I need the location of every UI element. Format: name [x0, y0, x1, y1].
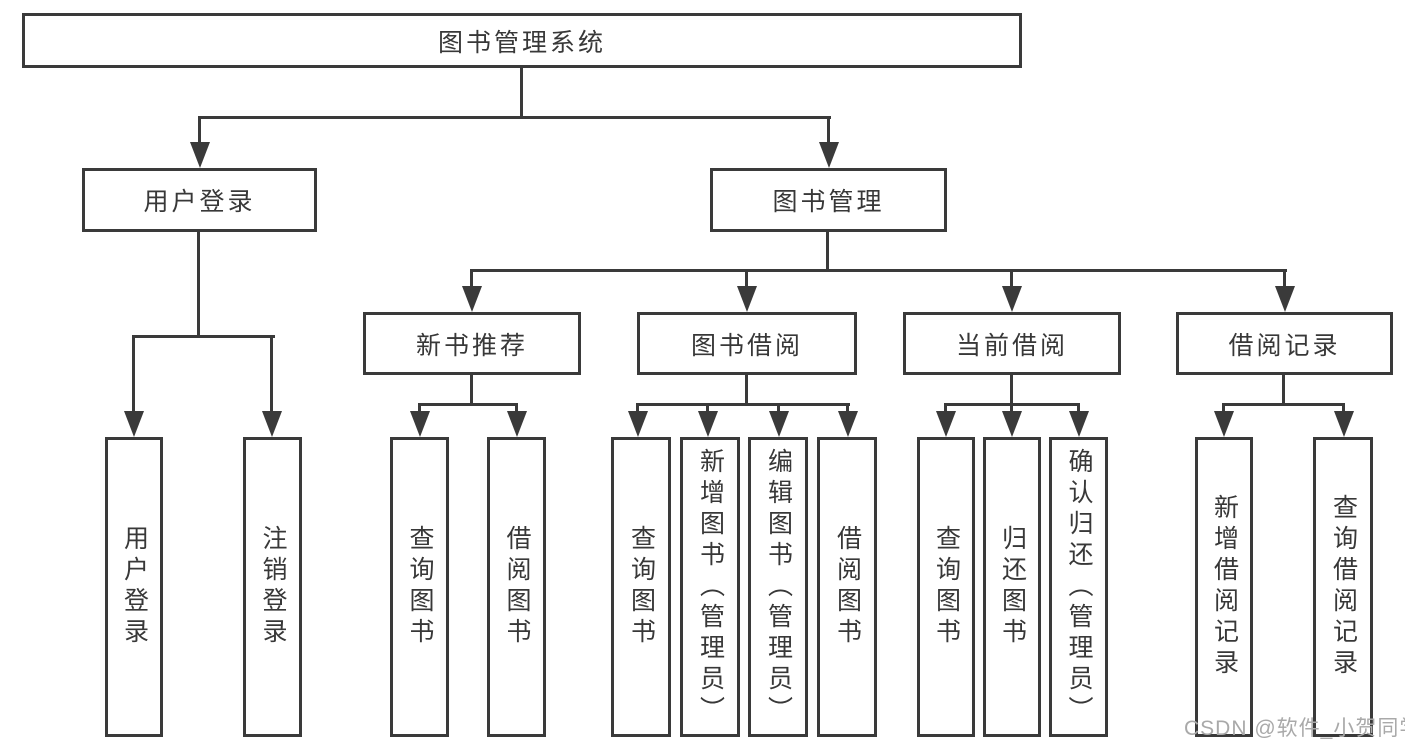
node-leaf-search-borrow-record: 查询借阅记录	[1313, 437, 1373, 737]
connector-line	[745, 375, 748, 406]
connector-line	[1222, 403, 1225, 415]
arrowhead-down-icon	[1069, 411, 1089, 437]
node-leaf-search-books-2: 查询图书	[611, 437, 671, 737]
node-root: 图书管理系统	[22, 13, 1022, 68]
node-leaf-add-borrow-record: 新增借阅记录	[1195, 437, 1253, 737]
arrowhead-down-icon	[936, 411, 956, 437]
arrowhead-down-icon	[507, 411, 527, 437]
node-leaf-logout: 注销登录	[243, 437, 302, 737]
node-book-borrow: 图书借阅	[637, 312, 857, 375]
arrowhead-down-icon	[190, 142, 210, 168]
node-leaf-search-books: 查询图书	[390, 437, 449, 737]
connector-line	[1010, 375, 1013, 406]
watermark: CSDN @软件_小贺同学	[1184, 717, 1405, 740]
arrowhead-down-icon	[1214, 411, 1234, 437]
connector-line	[132, 335, 275, 338]
node-leaf-confirm-return-admin: 确认归还（管理员）	[1049, 437, 1108, 737]
arrowhead-down-icon	[124, 411, 144, 437]
arrowhead-down-icon	[698, 411, 718, 437]
connector-line	[470, 269, 1287, 272]
connector-line	[270, 335, 273, 415]
connector-line	[636, 403, 850, 406]
arrowhead-down-icon	[262, 411, 282, 437]
node-current-borrow: 当前借阅	[903, 312, 1121, 375]
connector-line	[198, 116, 831, 119]
node-book-management: 图书管理	[710, 168, 947, 232]
connector-line	[846, 403, 849, 415]
connector-line	[944, 403, 947, 415]
node-user-login: 用户登录	[82, 168, 317, 232]
node-leaf-user-login: 用户登录	[105, 437, 163, 737]
connector-line	[197, 232, 200, 337]
connector-line	[636, 403, 639, 415]
arrowhead-down-icon	[628, 411, 648, 437]
node-leaf-edit-books-admin: 编辑图书（管理员）	[748, 437, 808, 737]
connector-line	[745, 269, 748, 289]
connector-line	[198, 116, 201, 148]
node-leaf-borrow-books: 借阅图书	[487, 437, 546, 737]
connector-line	[1010, 403, 1013, 415]
connector-line	[418, 403, 421, 415]
connector-line	[1282, 375, 1285, 406]
connector-line	[1283, 269, 1286, 289]
node-leaf-add-books-admin: 新增图书（管理员）	[680, 437, 740, 737]
arrowhead-down-icon	[819, 142, 839, 168]
connector-line	[706, 403, 709, 415]
arrowhead-down-icon	[769, 411, 789, 437]
connector-line	[1342, 403, 1345, 415]
arrowhead-down-icon	[410, 411, 430, 437]
connector-line	[827, 116, 830, 148]
arrowhead-down-icon	[1275, 286, 1295, 312]
connector-line	[826, 232, 829, 272]
arrowhead-down-icon	[1002, 286, 1022, 312]
connector-line	[515, 403, 518, 415]
node-leaf-borrow-books-2: 借阅图书	[817, 437, 877, 737]
node-leaf-search-books-3: 查询图书	[917, 437, 975, 737]
arrowhead-down-icon	[737, 286, 757, 312]
node-new-book-recommend: 新书推荐	[363, 312, 581, 375]
connector-line	[1077, 403, 1080, 415]
arrowhead-down-icon	[1002, 411, 1022, 437]
arrowhead-down-icon	[1334, 411, 1354, 437]
arrowhead-down-icon	[462, 286, 482, 312]
arrowhead-down-icon	[838, 411, 858, 437]
connector-line	[777, 403, 780, 415]
node-leaf-return-books: 归还图书	[983, 437, 1041, 737]
connector-line	[470, 269, 473, 289]
connector-line	[418, 403, 518, 406]
connector-line	[520, 68, 523, 118]
connector-line	[1222, 403, 1345, 406]
connector-line	[132, 335, 135, 415]
connector-line	[1010, 269, 1013, 289]
node-borrow-records: 借阅记录	[1176, 312, 1393, 375]
connector-line	[470, 375, 473, 406]
